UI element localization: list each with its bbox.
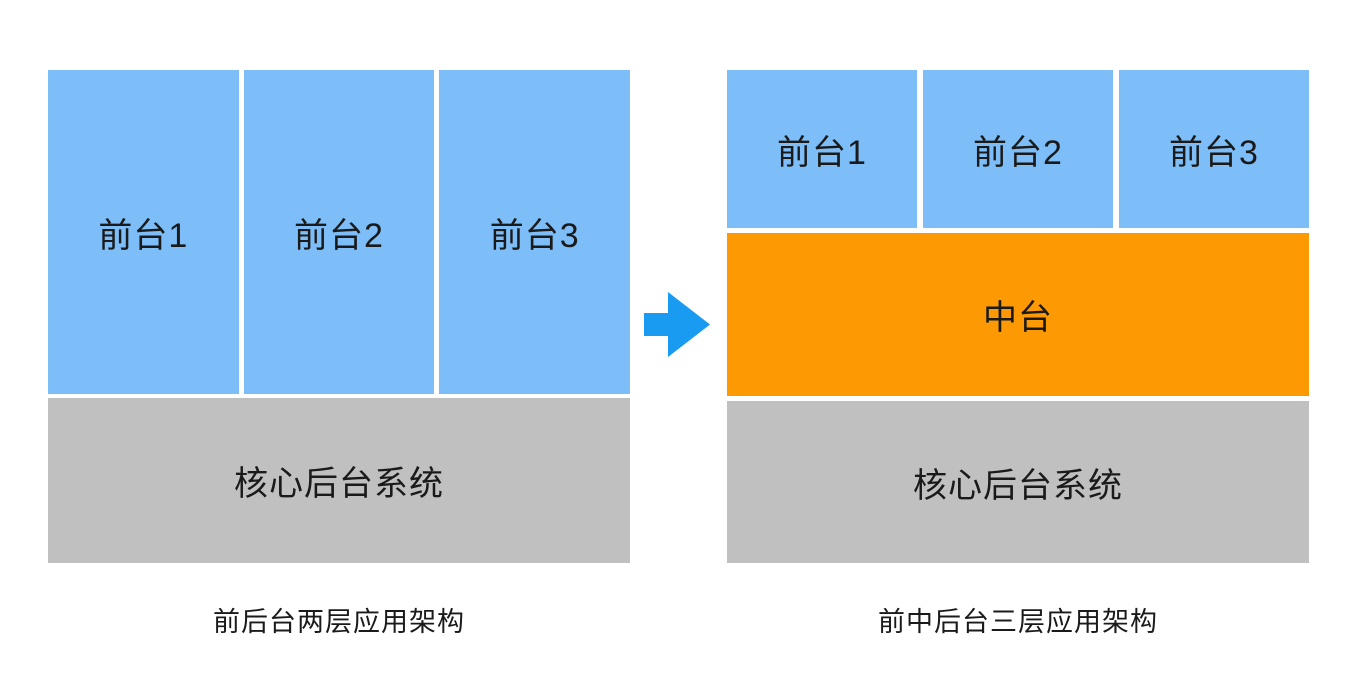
frontend-1-box: 前台1 bbox=[727, 70, 917, 228]
frontend-row: 前台1 前台2 前台3 bbox=[727, 70, 1309, 228]
frontend-2-box: 前台2 bbox=[923, 70, 1113, 228]
two-layer-architecture-diagram: 前台1 前台2 前台3 核心后台系统 前后台两层应用架构 bbox=[48, 70, 631, 639]
three-layer-caption: 前中后台三层应用架构 bbox=[878, 607, 1158, 637]
two-layer-caption: 前后台两层应用架构 bbox=[213, 607, 465, 637]
frontend-3-box: 前台3 bbox=[1119, 70, 1309, 228]
core-backend-box: 核心后台系统 bbox=[48, 398, 630, 563]
three-layer-architecture-diagram: 前台1 前台2 前台3 中台 核心后台系统 前中后台三层应用架构 bbox=[727, 70, 1309, 639]
middle-platform-box: 中台 bbox=[727, 233, 1309, 396]
frontend-3-box: 前台3 bbox=[439, 70, 631, 394]
right-arrow-icon bbox=[644, 292, 710, 357]
frontend-row: 前台1 前台2 前台3 bbox=[48, 70, 631, 394]
right-arrow-shape bbox=[644, 292, 710, 357]
frontend-1-box: 前台1 bbox=[48, 70, 239, 394]
core-backend-box: 核心后台系统 bbox=[727, 401, 1309, 563]
frontend-2-box: 前台2 bbox=[243, 70, 435, 394]
